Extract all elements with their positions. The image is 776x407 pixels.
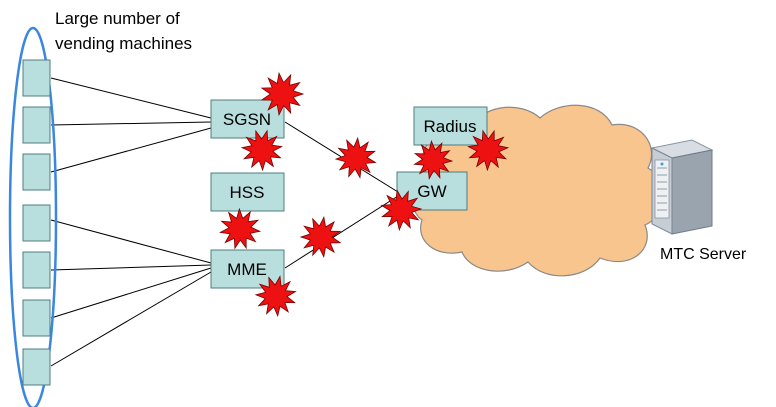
burst-icon [413,139,454,180]
link-mme-gw [284,195,399,269]
link-device7-mme [50,271,212,367]
mtc-server-label: MTC Server [660,246,747,263]
burst-icon [254,275,297,318]
vending-machine-7 [22,348,51,386]
vending-machine-1 [22,59,51,97]
server-icon [650,139,714,235]
vending-machine-5 [22,251,51,289]
burst-icon [219,207,262,250]
burst-icon [467,129,510,172]
device-group-ellipse [8,26,58,407]
radius-label: Radius [424,117,477,136]
burst-icon [299,215,342,259]
vending-machine-2 [22,106,51,144]
vending-machine-6 [22,299,51,337]
vending-machine-4 [22,204,51,242]
link-device4-mme [50,219,212,264]
burst-icon [240,129,283,172]
link-device3-sgsn [50,127,212,173]
group-label-line2: vending machines [55,34,192,53]
link-device1-sgsn [50,77,212,119]
link-device6-mme [50,267,212,319]
burst-icon [380,189,423,232]
sgsn-label: SGSN [223,110,271,129]
burst-group [219,71,510,318]
gw-label: GW [417,182,446,201]
burst-icon [260,71,305,117]
burst-icon [334,136,377,179]
hss-box [210,172,285,212]
hss-label: HSS [230,183,265,202]
vending-machine-3 [22,153,51,191]
link-device2-sgsn [50,121,212,126]
mme-label: MME [227,260,267,279]
link-device5-mme [50,264,212,271]
group-label-line1: Large number of [55,9,180,28]
vending-machine-list [22,59,51,386]
